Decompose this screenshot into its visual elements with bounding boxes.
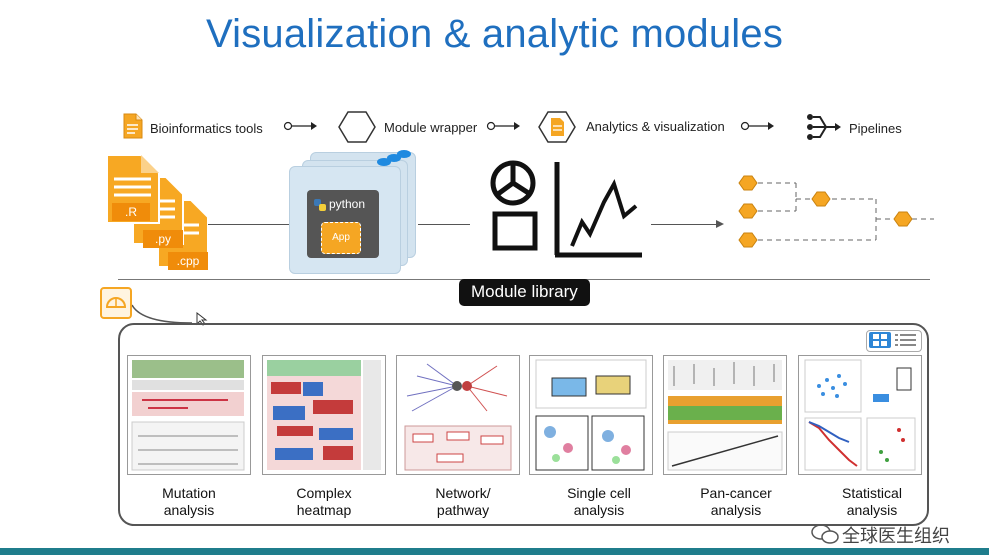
app-box: App bbox=[321, 222, 361, 254]
module-label-single-cell: Single cell analysis bbox=[567, 485, 631, 518]
mutation-thumbnail bbox=[131, 360, 245, 471]
connector-line bbox=[208, 224, 318, 225]
flow-step-bioinformatics-tools: Bioinformatics tools bbox=[150, 121, 263, 136]
module-library-panel bbox=[118, 323, 929, 526]
file-py-label: .py bbox=[143, 230, 183, 248]
pipeline-diagram bbox=[738, 175, 934, 248]
single-cell-thumbnail bbox=[535, 359, 647, 471]
page-title: Visualization & analytic modules bbox=[205, 12, 784, 56]
chart-illustration bbox=[490, 160, 642, 258]
bottom-bar bbox=[0, 548, 989, 555]
arrow-icon bbox=[283, 121, 317, 131]
document-icon bbox=[123, 113, 143, 139]
module-card-pan-cancer[interactable] bbox=[663, 355, 787, 475]
module-card-statistical[interactable] bbox=[798, 355, 922, 475]
module-library-badge: Module library bbox=[459, 279, 590, 306]
grid-view-icon[interactable] bbox=[869, 332, 891, 348]
arrow-icon bbox=[740, 121, 774, 131]
module-label-network: Network/ pathway bbox=[435, 485, 491, 518]
connector-line bbox=[651, 224, 721, 225]
whale-icons bbox=[377, 150, 411, 166]
heatmap-thumbnail bbox=[267, 360, 381, 470]
module-card-heatmap[interactable] bbox=[262, 355, 386, 475]
python-icon bbox=[314, 199, 326, 211]
module-card-single-cell[interactable] bbox=[529, 355, 653, 475]
network-thumbnail bbox=[404, 363, 512, 471]
file-r-label: .R bbox=[112, 203, 150, 221]
module-label-statistical: Statistical analysis bbox=[842, 485, 902, 518]
file-cpp-label: .cpp bbox=[168, 252, 208, 270]
module-card-mutation[interactable] bbox=[127, 355, 251, 475]
connector-line bbox=[418, 224, 470, 225]
library-pointer bbox=[132, 304, 193, 324]
library-icon bbox=[100, 287, 132, 319]
module-card-network[interactable] bbox=[396, 355, 520, 475]
module-label-pan-cancer: Pan-cancer analysis bbox=[700, 485, 772, 518]
flow-step-pipelines: Pipelines bbox=[849, 121, 902, 136]
hexagon-document-icon bbox=[538, 111, 576, 143]
source-files-illustration bbox=[106, 155, 209, 268]
arrow-icon bbox=[486, 121, 520, 131]
hexagon-icon bbox=[338, 111, 376, 143]
watermark-text: 全球医生组织 bbox=[842, 526, 950, 546]
statistical-thumbnail bbox=[804, 359, 916, 471]
module-label-mutation: Mutation analysis bbox=[162, 485, 216, 518]
flow-step-analytics-visualization: Analytics & visualization bbox=[586, 119, 725, 134]
flow-step-module-wrapper: Module wrapper bbox=[384, 120, 478, 135]
arrow-head-icon bbox=[716, 220, 724, 228]
pan-cancer-thumbnail bbox=[667, 360, 783, 471]
module-label-heatmap: Complex heatmap bbox=[296, 485, 352, 518]
pipeline-icon bbox=[807, 114, 841, 140]
python-label: python bbox=[329, 197, 366, 211]
list-view-icon[interactable] bbox=[895, 333, 917, 347]
wechat-icon bbox=[811, 524, 839, 544]
